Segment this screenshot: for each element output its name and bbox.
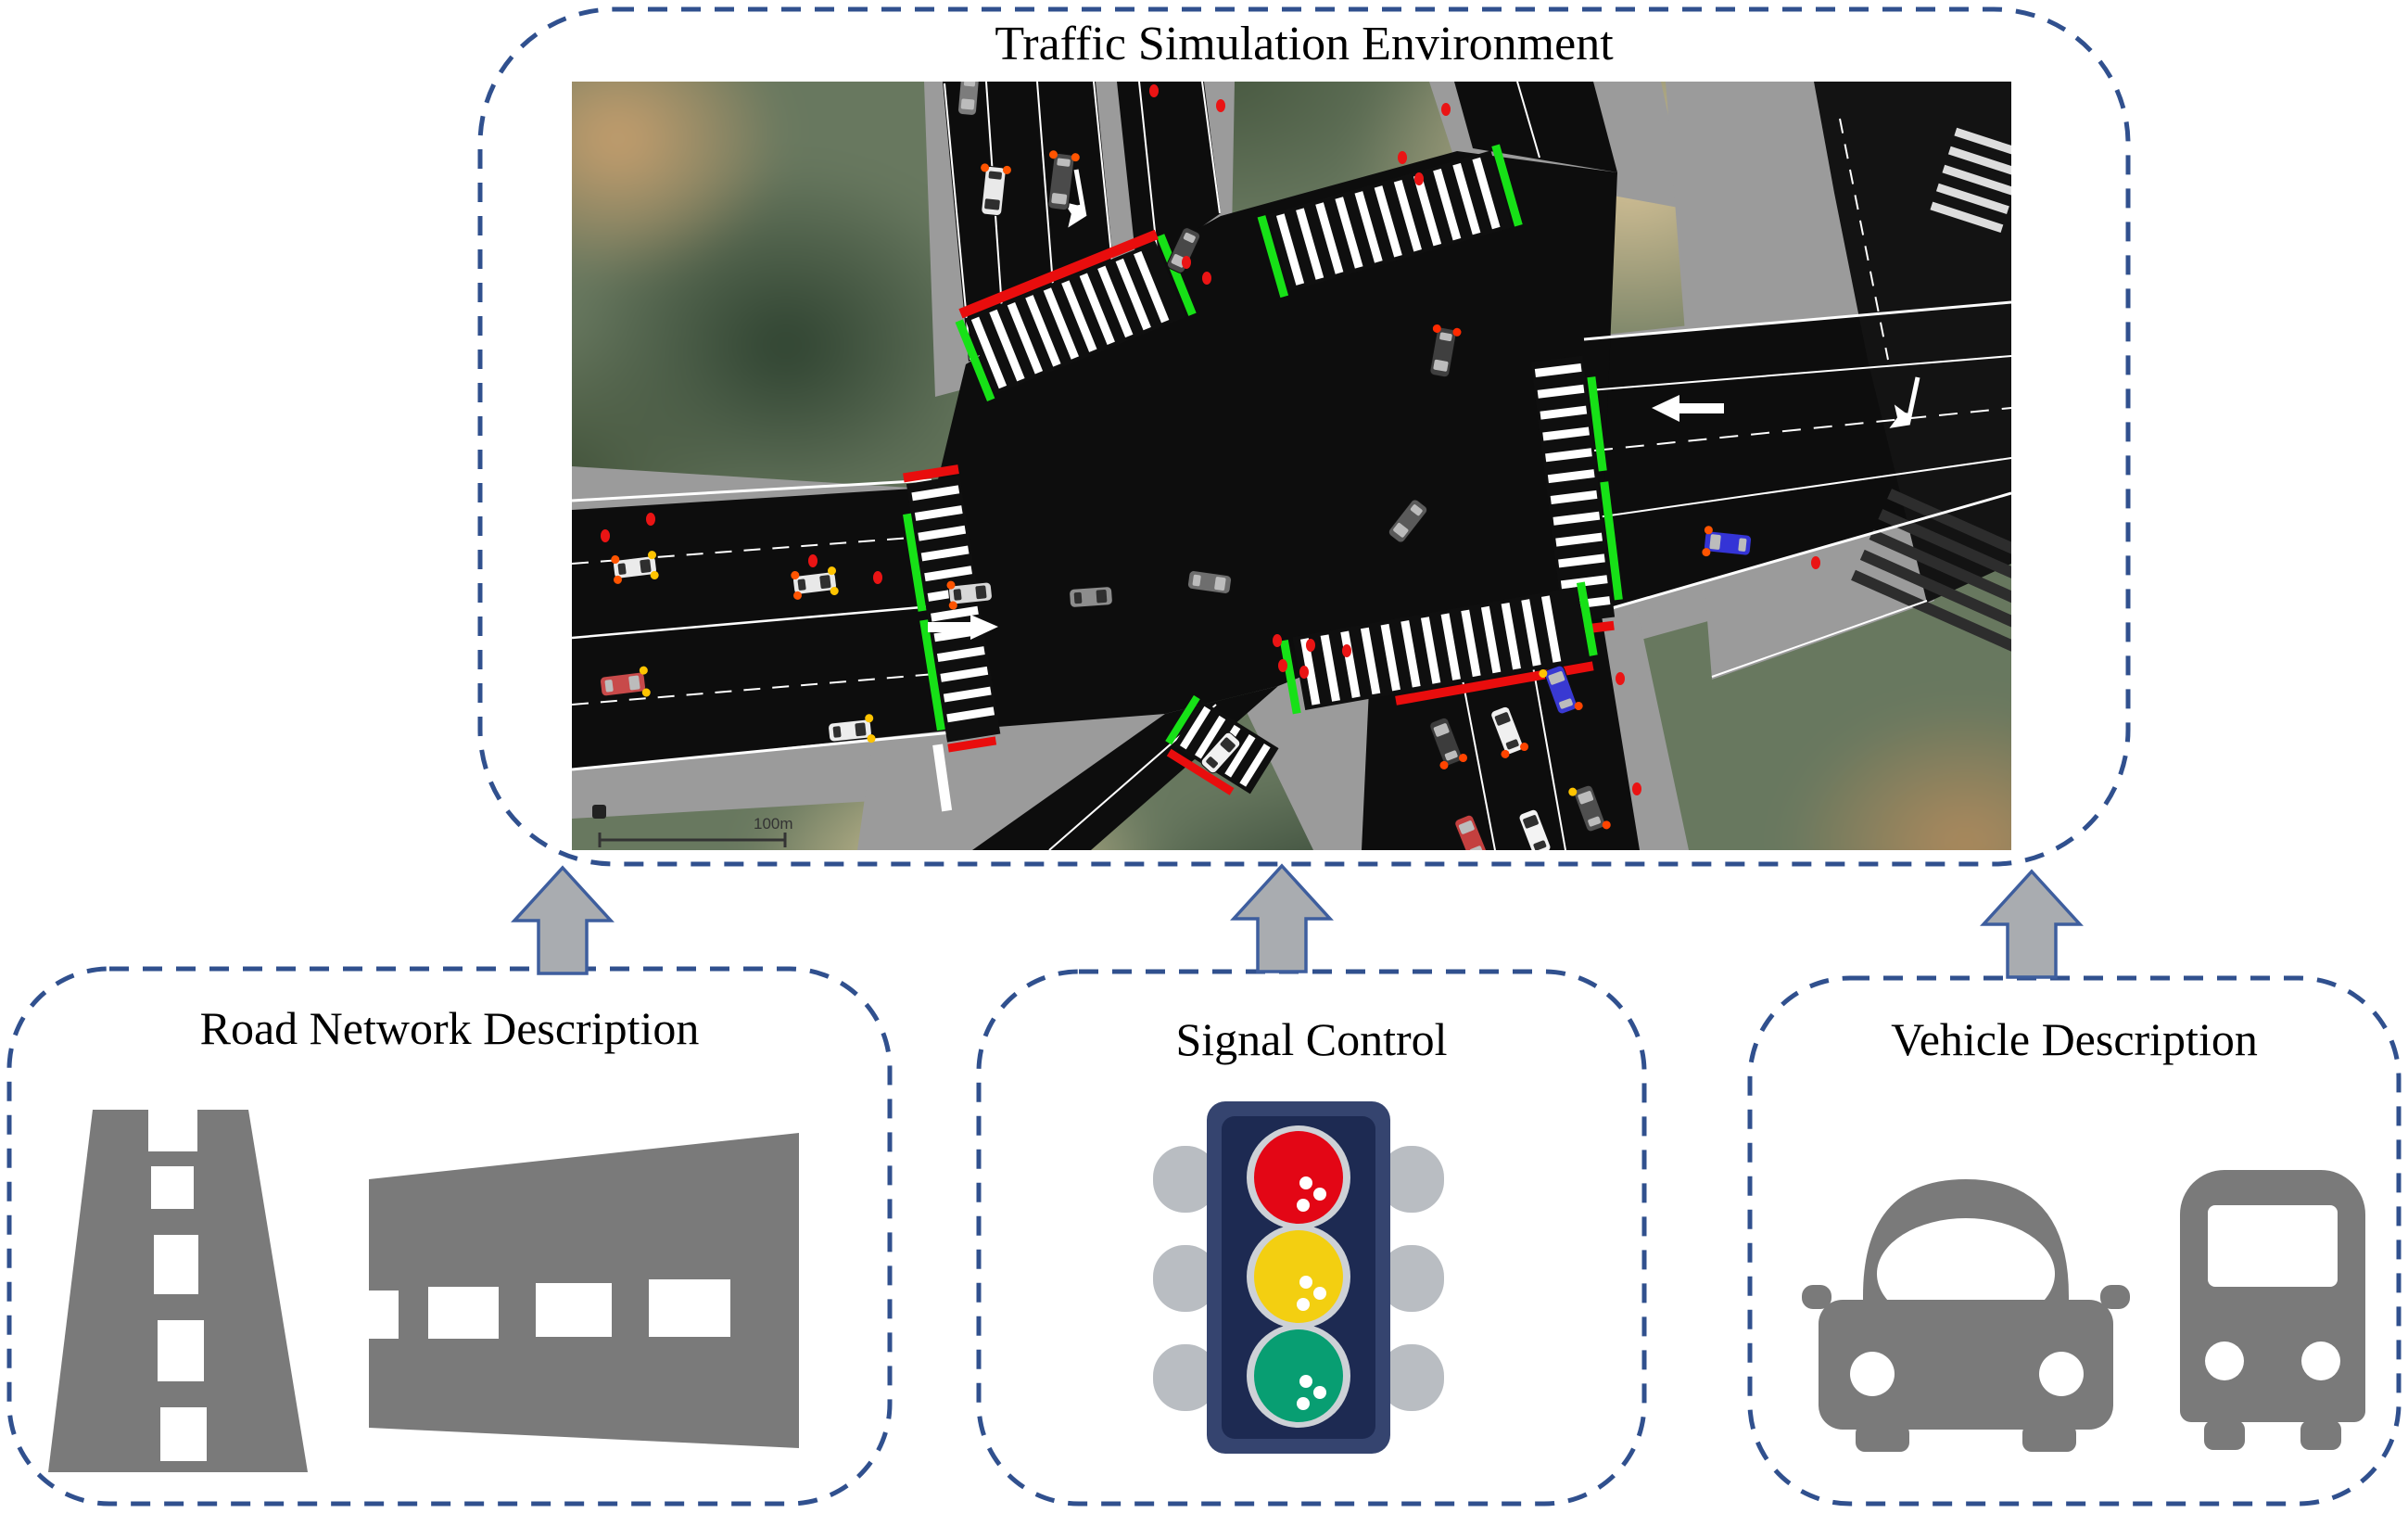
bus-icon bbox=[2180, 1170, 2365, 1450]
pedestrian-layer bbox=[601, 84, 1820, 795]
road-network-box-border bbox=[6, 966, 893, 1507]
lane-arrows bbox=[928, 169, 1920, 640]
road-vertical-icon bbox=[48, 1110, 308, 1472]
pedestrian-dot bbox=[1299, 666, 1309, 679]
vehicle bbox=[1047, 150, 1080, 211]
signal-control-box-border bbox=[976, 969, 1647, 1507]
vehicle bbox=[1454, 814, 1488, 850]
vehicle bbox=[828, 714, 876, 744]
vehicle bbox=[957, 82, 980, 116]
pedestrian-dot bbox=[1216, 99, 1225, 112]
pedestrian-dot bbox=[1441, 103, 1451, 116]
pedestrian-dot bbox=[1342, 644, 1351, 657]
pedestrian-dot bbox=[873, 571, 882, 584]
vehicle bbox=[791, 566, 839, 600]
pedestrian-dot bbox=[1273, 634, 1282, 647]
vehicle bbox=[599, 666, 651, 697]
vehicle bbox=[1429, 717, 1468, 769]
vehicle bbox=[1539, 665, 1583, 715]
pedestrian-dot bbox=[808, 554, 817, 567]
vehicle-description-title: Vehicle Description bbox=[1891, 1013, 2258, 1065]
road-horizontal-icon bbox=[369, 1133, 799, 1448]
vehicle bbox=[1490, 706, 1529, 758]
traffic-light-visors bbox=[1153, 1146, 1444, 1411]
vehicle bbox=[611, 551, 659, 584]
red-light bbox=[1254, 1131, 1343, 1224]
vehicle bbox=[1429, 324, 1462, 378]
vehicle bbox=[1186, 570, 1233, 594]
vehicle bbox=[1200, 731, 1241, 774]
main-box-title: Traffic Simulation Environment bbox=[995, 18, 1614, 70]
shadow-crosswalk bbox=[1851, 489, 2011, 653]
vehicle bbox=[1518, 808, 1552, 850]
vehicle-layer bbox=[599, 82, 1753, 850]
pedestrian-dot bbox=[1278, 659, 1287, 672]
pedestrian-dot bbox=[646, 513, 655, 526]
pedestrian-dot bbox=[1616, 672, 1625, 685]
vehicle bbox=[1702, 526, 1753, 557]
yellow-light bbox=[1254, 1230, 1343, 1323]
vehicle bbox=[1388, 499, 1428, 543]
up-arrow-middle bbox=[1230, 863, 1334, 973]
vehicle bbox=[1568, 784, 1611, 833]
pedestrian-dot bbox=[1398, 151, 1407, 164]
car-icon bbox=[1802, 1179, 2130, 1452]
vehicle bbox=[1069, 586, 1113, 608]
pedestrian-dot bbox=[1414, 172, 1424, 185]
scale-bar: 100m bbox=[592, 805, 793, 847]
pedestrian-dot bbox=[1811, 556, 1820, 569]
vehicle bbox=[981, 163, 1011, 217]
pedestrian-dot bbox=[1306, 639, 1315, 652]
crosswalk-east bbox=[1506, 355, 1623, 643]
crosswalk-northwest bbox=[955, 229, 1197, 402]
pedestrian-dot bbox=[1632, 782, 1641, 795]
signal-control-title: Signal Control bbox=[1175, 1013, 1448, 1065]
vehicle-description-box-border bbox=[1747, 975, 2402, 1507]
up-arrow-left bbox=[511, 865, 615, 975]
crosswalk-north bbox=[1257, 144, 1523, 299]
pedestrian-dot bbox=[1202, 272, 1211, 285]
simulation-overlay: 100m bbox=[572, 82, 2011, 850]
green-light bbox=[1254, 1329, 1343, 1422]
vehicle bbox=[946, 580, 993, 610]
pedestrian-dot bbox=[601, 529, 610, 542]
simulation-image: 100m bbox=[572, 82, 2011, 850]
traffic-light-icon bbox=[1153, 1101, 1444, 1454]
top-right-zebra bbox=[1930, 127, 2011, 233]
main-box-border bbox=[477, 6, 2131, 867]
up-arrow-right bbox=[1980, 869, 2084, 979]
road-network-title: Road Network Description bbox=[199, 1002, 700, 1054]
pedestrian-dot bbox=[1182, 256, 1191, 269]
scale-label: 100m bbox=[754, 815, 793, 833]
pedestrian-dot bbox=[1149, 84, 1159, 97]
